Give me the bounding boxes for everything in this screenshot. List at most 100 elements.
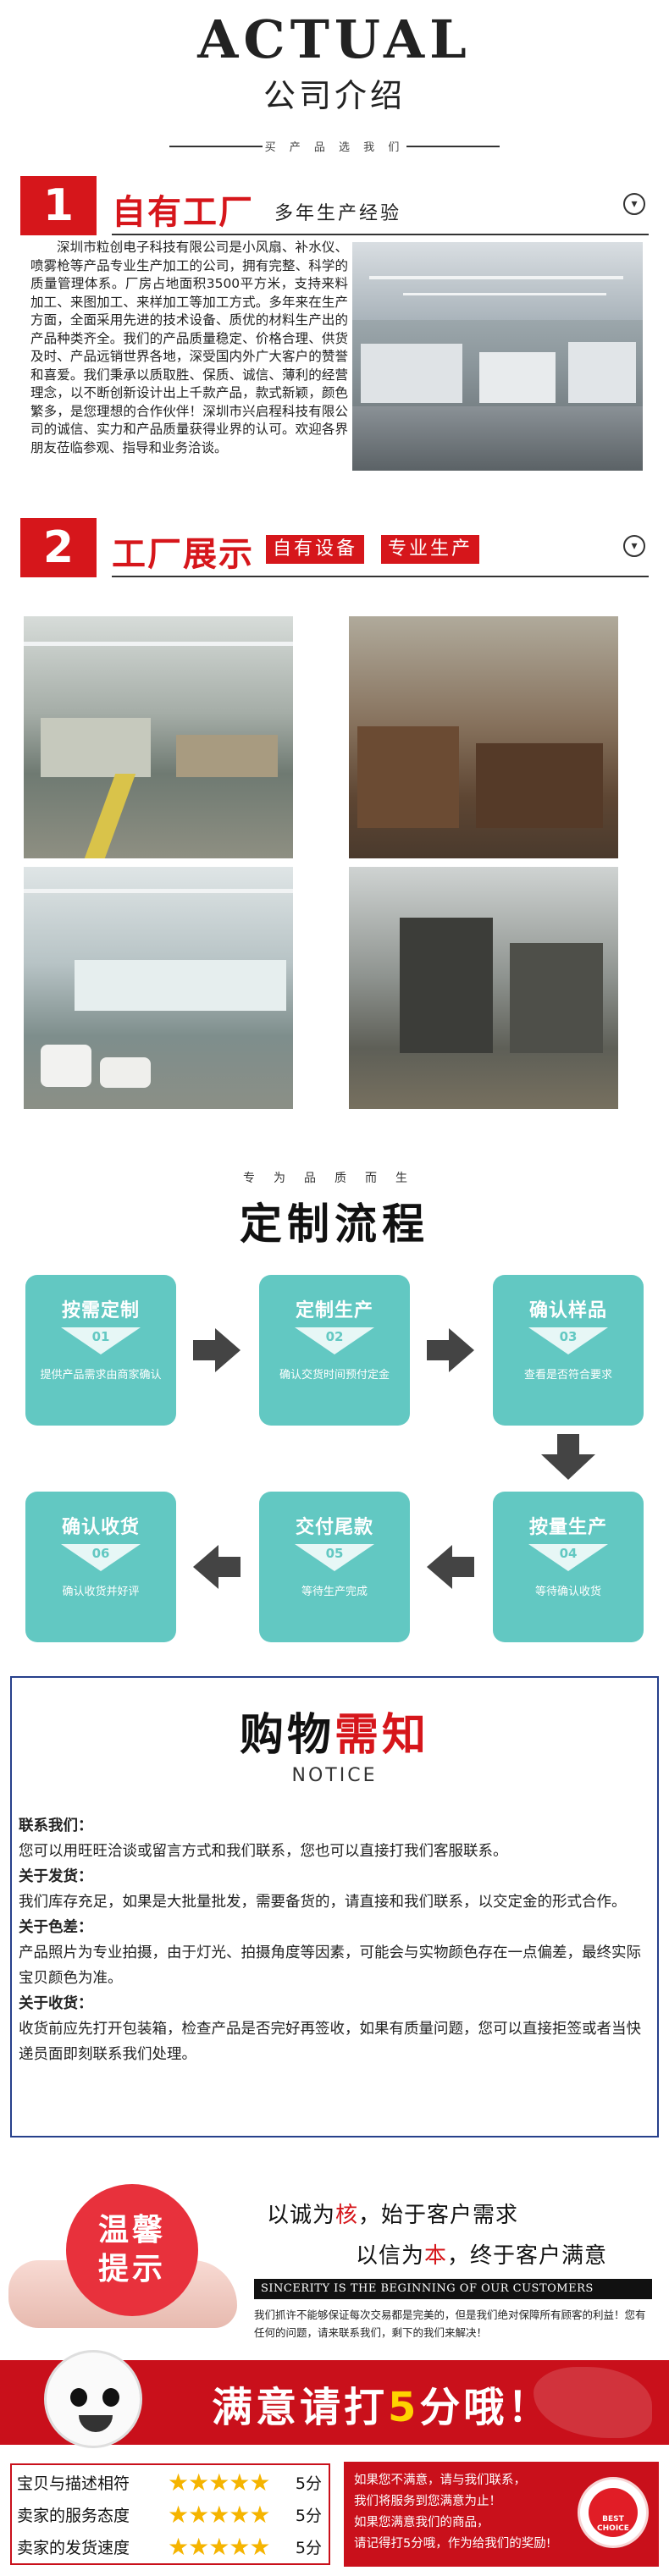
slogan-highlight: 核 (335, 2203, 359, 2228)
factory-photo-molds (349, 616, 618, 858)
rating-label: 卖家的服务态度 (17, 2507, 130, 2525)
process-step-5: 交付尾款 05 等待生产完成 (259, 1492, 410, 1642)
section-number: 1 (20, 176, 97, 235)
section-title: 自有工厂 (112, 193, 254, 232)
badge-shape (528, 1327, 608, 1354)
step-badge: 04 (528, 1544, 608, 1571)
material-bin (100, 1057, 151, 1088)
shopping-notice: 购物需知 NOTICE 联系我们： 您可以用旺旺洽谈或留言方式和我们联系，您也可… (10, 1676, 659, 2137)
process-step-2: 定制生产 02 确认交货时间预付定金 (259, 1275, 410, 1426)
workstation (361, 344, 462, 403)
process-step-4: 按量生产 04 等待确认收货 (493, 1492, 644, 1642)
feedback-line: 如果您满意我们的商品， (354, 2516, 489, 2529)
mascot-mouth (79, 2415, 113, 2432)
bubble-line-2: 提示 (97, 2252, 166, 2286)
step-badge: 03 (528, 1327, 608, 1354)
process-tagline: 专为品质而生 (243, 1172, 426, 1185)
step-description: 等待确认收货 (534, 1586, 601, 1598)
step-number: 02 (325, 1329, 344, 1344)
rating-row: 卖家的发货速度 ★★★★★ 5分 (17, 2531, 323, 2562)
slogan-line-2: 以信为本，终于客户满意 (356, 2238, 607, 2270)
company-description: 深圳市粒创电子科技有限公司是小风扇、补水仪、喷雾枪等产品专业生产加工的公司，拥有… (30, 240, 348, 455)
notice-text-shipping: 我们库存充足，如果是大批量批发，需要备货的，请直接和我们联系，以交定金的形式合作… (19, 1894, 627, 1911)
injection-machines (75, 960, 286, 1011)
notice-body: 联系我们： 您可以用旺旺洽谈或留言方式和我们联系，您也可以直接打我们客服联系。 … (19, 1813, 650, 2067)
process-title: 定制流程 (240, 1200, 429, 1249)
workstation (568, 342, 636, 403)
chevron-down-icon: ▾ (623, 193, 645, 215)
mold-rack (476, 743, 603, 828)
tagline-row: 买 产 品 选 我 们 (169, 138, 500, 155)
section-underline (112, 576, 649, 577)
badge-shape (61, 1327, 141, 1354)
step-number: 04 (559, 1546, 578, 1561)
notice-title-black: 购物 (239, 1710, 334, 1761)
arrow-left-icon (193, 1545, 218, 1589)
slogan-line-1: 以诚为核，始于客户需求 (267, 2198, 518, 2229)
step-badge: 01 (61, 1327, 141, 1354)
mascot-eye (70, 2388, 87, 2407)
notice-title: 购物需知 (12, 1699, 657, 1762)
step-number: 05 (325, 1546, 344, 1561)
section-factory-display-header: 2 工厂展示 自有设备 专业生产 ▾ (20, 518, 649, 577)
step-title: 按量生产 (528, 1517, 607, 1538)
ceiling-light (24, 889, 293, 893)
slogan-text: ，始于客户需求 (358, 2203, 519, 2228)
star-icon: ★★★★★ (168, 2468, 271, 2496)
floor-marking (84, 774, 136, 858)
factory-photo-assembly (24, 616, 293, 858)
step-description: 提供产品需求由商家确认 (40, 1369, 162, 1382)
arrow-down-icon (557, 1434, 579, 1456)
rate-number: 5 (388, 2384, 420, 2431)
bubble-line-1: 温馨 (97, 2213, 166, 2248)
notice-text-receipt: 收货前应先打开包装箱，检查产品是否完好再签收，如果有质量问题，您可以直接拒签或者… (19, 2021, 641, 2063)
notice-heading-contact: 联系我们： (19, 1818, 93, 1834)
warm-tip-section: 温馨 提示 以诚为核，始于客户需求 以信为本，终于客户满意 SINCERITY … (0, 2167, 669, 2345)
rating-score: 5分 (295, 2507, 322, 2525)
factory-photo-injection (24, 867, 293, 1109)
guarantee-text: 我们抓许不能够保证每次交易都是完美的，但是我们绝对保障所有顾客的利益！您有任何的… (254, 2308, 646, 2339)
milling-machine (510, 943, 603, 1053)
slogan-text: ，终于客户满意 (447, 2243, 608, 2269)
assembly-line (41, 718, 151, 777)
arrow-right-icon (193, 1340, 217, 1360)
rating-row: 宝贝与描述相符 ★★★★★ 5分 (17, 2467, 323, 2497)
mascot-eye (102, 2388, 119, 2407)
company-header: ACTUAL 公司介绍 买 产 品 选 我 们 (0, 0, 669, 169)
feedback-line: 请记得打5分哦，作为给我们的奖励! (354, 2537, 551, 2551)
section-number: 2 (20, 518, 97, 577)
step-description: 等待生产完成 (301, 1586, 368, 1598)
photo-ceiling (352, 242, 643, 320)
notice-text-contact: 您可以用旺旺洽谈或留言方式和我们联系，您也可以直接打我们客服联系。 (19, 1843, 508, 1860)
mold-rack (357, 726, 459, 828)
rate-text: 分哦！ (419, 2384, 552, 2431)
step-number: 03 (559, 1329, 578, 1344)
brand-title: ACTUAL (197, 8, 472, 70)
arrow-left-icon (451, 1557, 474, 1577)
satisfaction-banner: 满意请打5分哦！ (0, 2350, 669, 2448)
section-tagline: 多年生产经验 (274, 203, 402, 224)
chevron-down-icon: ▾ (623, 535, 645, 557)
badge-shape (528, 1544, 608, 1571)
step-badge: 02 (295, 1327, 374, 1354)
office-photo (352, 242, 643, 471)
process-step-6: 确认收货 06 确认收货并好评 (25, 1492, 176, 1642)
workstation (479, 352, 556, 403)
badge-shape (61, 1544, 141, 1571)
rate-five-text: 满意请打5分哦！ (212, 2374, 551, 2433)
notice-text-color: 产品照片为专业拍摄，由于灯光、拍摄角度等因素，可能会与实物颜色存在一点偏差，最终… (19, 1944, 641, 1987)
notice-heading-color: 关于色差： (19, 1919, 93, 1936)
arrow-right-icon (427, 1340, 451, 1360)
slogan-text: 以信为 (356, 2243, 425, 2269)
step-description: 确认交货时间预付定金 (279, 1369, 390, 1382)
slogan-text: 以诚为 (267, 2203, 336, 2228)
pill-own-equipment: 自有设备 (266, 535, 365, 564)
step-title: 确认收货 (61, 1517, 140, 1538)
tagline: 买 产 品 选 我 们 (264, 141, 405, 154)
step-title: 交付尾款 (295, 1517, 373, 1538)
company-intro-title: 公司介绍 (263, 77, 406, 114)
factory-photo-machining (349, 867, 618, 1109)
section-underline (112, 234, 649, 235)
star-icon: ★★★★★ (168, 2533, 271, 2561)
